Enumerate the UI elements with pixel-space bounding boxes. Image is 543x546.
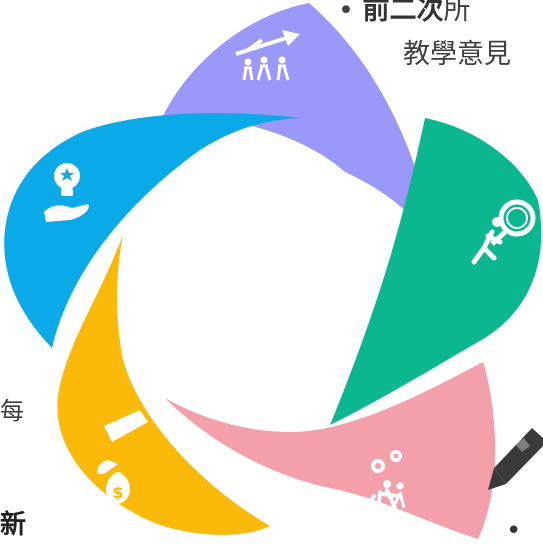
- petal-collaboration: [165, 362, 496, 539]
- petal-growth: [162, 3, 436, 252]
- petal-funding: [57, 235, 271, 535]
- left-text-fragment-1: 每: [0, 397, 24, 425]
- magnifier-person-icon: [471, 199, 536, 265]
- bullet-rest-text: 所: [443, 0, 471, 26]
- svg-text:$: $: [112, 483, 123, 502]
- left-text-fragment-2: 新: [0, 510, 27, 540]
- bullet-bold-text: 前二次: [362, 0, 444, 26]
- bullet-text-top: • 前二次所: [338, 0, 471, 28]
- team-growth-arrow-icon: [235, 30, 300, 81]
- petal-idea: [4, 113, 301, 349]
- gears-team-icon: [366, 450, 406, 512]
- pen-icon: [488, 428, 543, 490]
- money-bag-icon: $: [97, 410, 148, 504]
- petal-research: [330, 118, 542, 425]
- lightbulb-hand-icon: [44, 163, 89, 222]
- bullet-text-line2: 教學意見: [403, 39, 511, 70]
- bullet-marker: •: [338, 0, 354, 26]
